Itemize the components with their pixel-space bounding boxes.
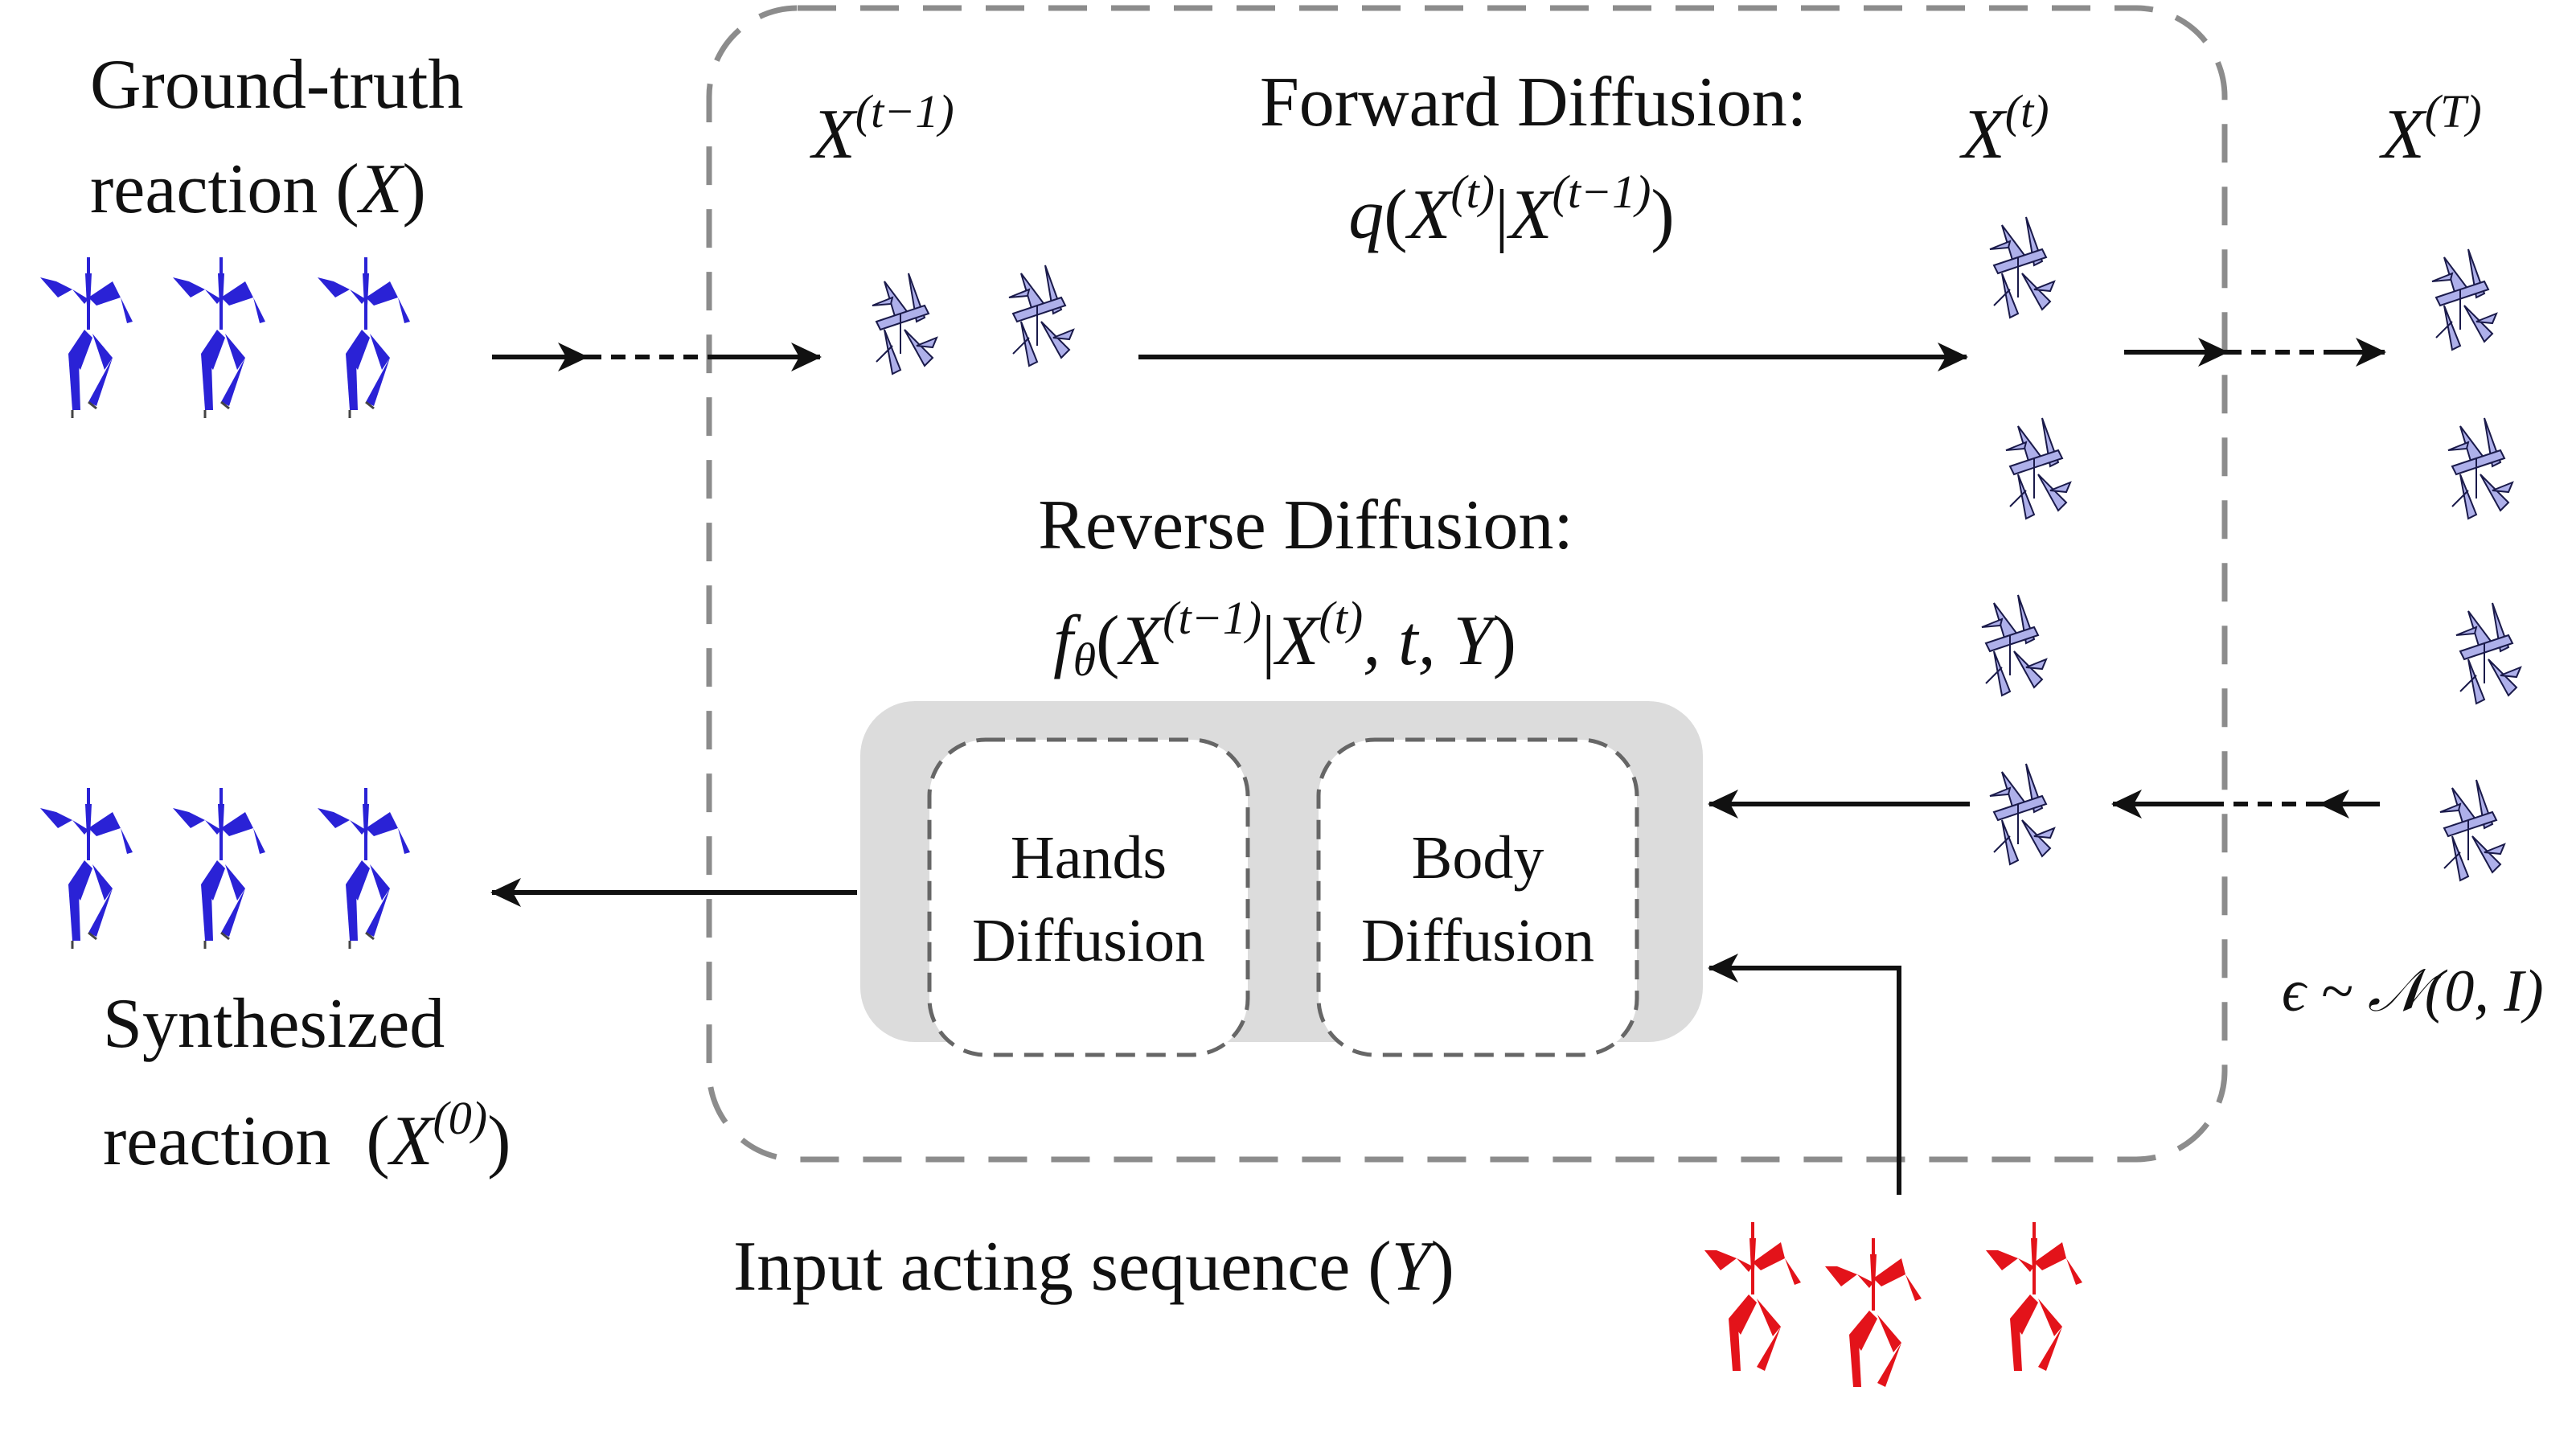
hands-diffusion-label: Hands Diffusion — [972, 824, 1205, 974]
synthesized-skeleton-group — [39, 786, 412, 950]
body-diffusion-box — [1316, 737, 1639, 1057]
noisy-skeleton — [2455, 602, 2521, 704]
synthesized-title: Synthesized — [103, 985, 445, 1063]
ground-truth-title: Ground-truth — [90, 46, 464, 124]
ground-truth-skeleton-group — [39, 256, 412, 420]
noisy-skeleton-group-T — [2431, 248, 2521, 881]
synth-skeleton-1 — [39, 786, 134, 950]
noisy-skeleton — [1989, 216, 2055, 318]
input-skeleton-1 — [1703, 1221, 1803, 1372]
synthesized-subtitle: reaction (X(0)) — [103, 1092, 511, 1180]
x-t-label: X(t) — [1962, 85, 2049, 174]
input-to-module-arrow — [1708, 954, 1901, 1195]
input-skeleton-group — [1703, 1221, 2084, 1389]
reverse-diffusion-title: Reverse Diffusion: — [1038, 486, 1573, 564]
noisy-skeleton — [1989, 763, 2055, 865]
diffusion-frame — [706, 5, 2228, 1163]
body-diffusion-label: Body Diffusion — [1361, 824, 1594, 974]
input-skeleton-3 — [1984, 1221, 2084, 1372]
synth-skeleton-3 — [316, 786, 412, 950]
forward-diffusion-formula: q(X(t)|X(t−1)) — [1348, 166, 1675, 254]
noisy-skeleton-group-t-minus-1 — [872, 265, 1074, 375]
noisy-skeleton — [2447, 417, 2513, 519]
hands-diffusion-box — [927, 737, 1250, 1057]
forward-diffusion-title: Forward Diffusion: — [1259, 64, 1807, 142]
gt-skeleton-1 — [39, 256, 134, 420]
arrows — [490, 338, 2386, 1195]
x-T-label: X(T) — [2381, 85, 2482, 174]
reverse-diffusion-formula: fθ(X(t−1)|X(t), t, Y) — [1053, 592, 1516, 686]
noisy-skeleton — [2439, 779, 2505, 881]
noisy-skeleton — [872, 273, 937, 375]
ground-truth-subtitle: reaction (X) — [90, 150, 426, 228]
gt-skeleton-2 — [171, 256, 267, 420]
synth-skeleton-2 — [171, 786, 267, 950]
noisy-skeleton-group-t — [1981, 216, 2071, 865]
noisy-skeleton — [1008, 265, 1074, 367]
noise-distribution-label: ϵ ~ 𝒩(0, I) — [2282, 958, 2544, 1024]
noisy-skeleton — [1981, 594, 2047, 696]
gt-skeleton-3 — [316, 256, 412, 420]
input-sequence-label: Input acting sequence (Y) — [733, 1228, 1454, 1306]
x-t-minus-1-label: X(t−1) — [812, 85, 954, 174]
input-skeleton-2 — [1823, 1237, 1923, 1389]
noisy-skeleton — [2005, 417, 2071, 519]
noisy-skeleton — [2431, 248, 2497, 351]
